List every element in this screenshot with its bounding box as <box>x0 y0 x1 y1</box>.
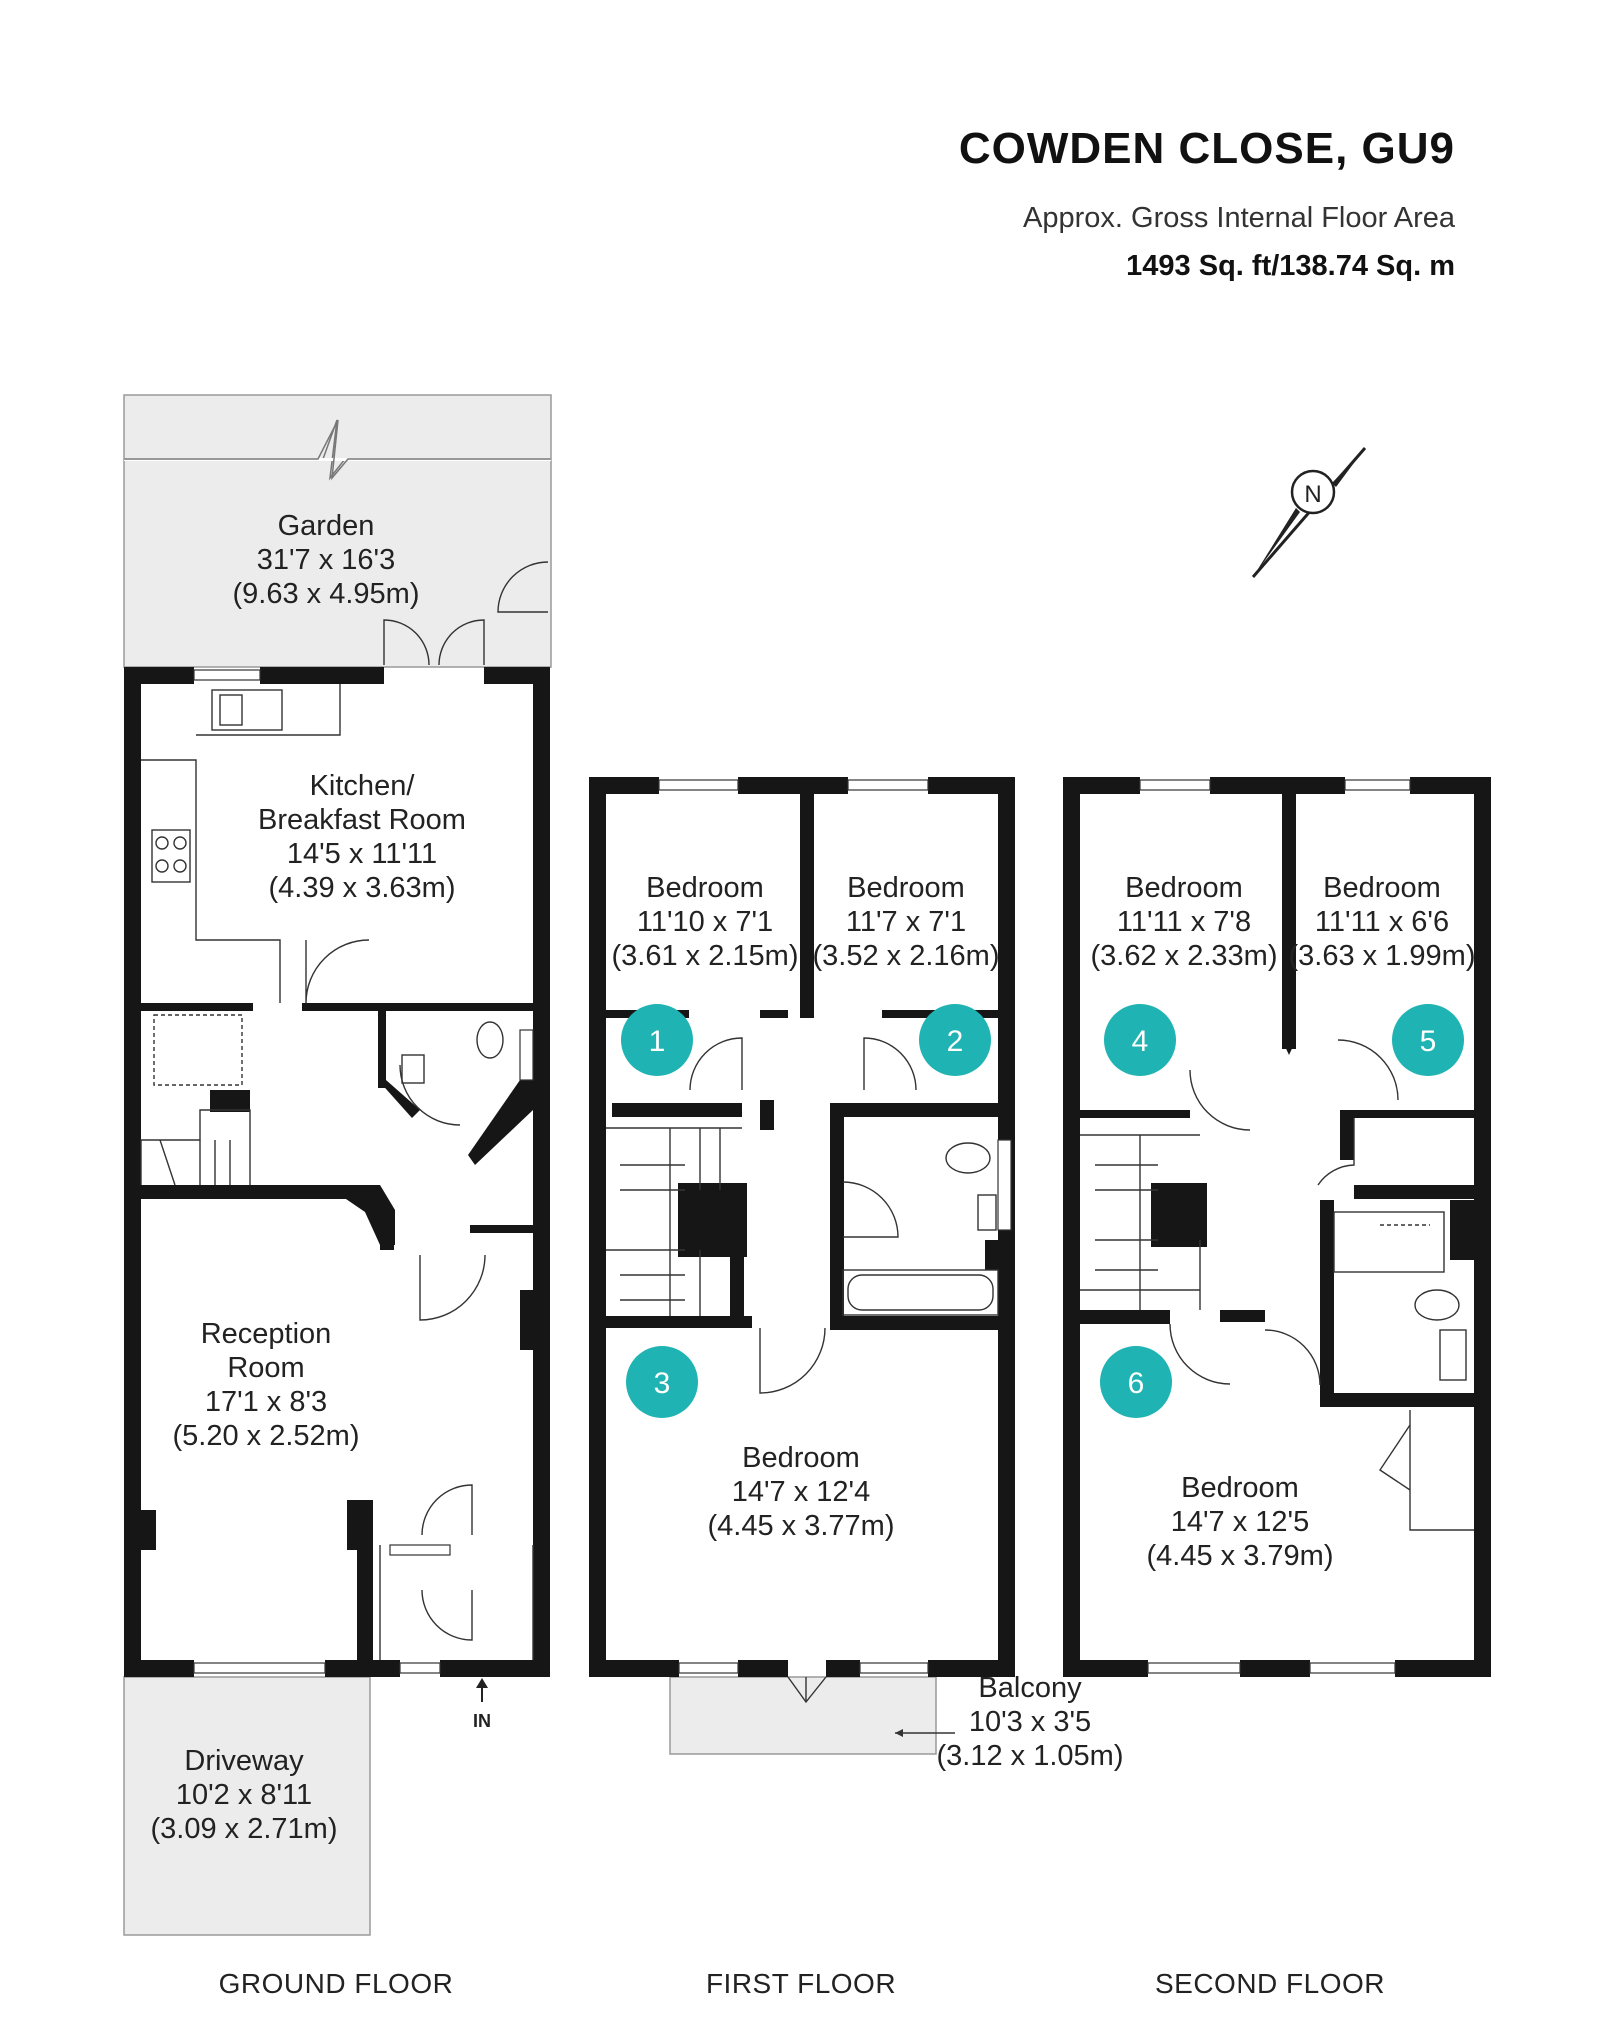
second-floor-plan: 4 5 6 Bedroom 11'11 x 7'8 (3.62 x 2.33m)… <box>1063 777 1491 1999</box>
bedroom-1-badge <box>621 1004 693 1076</box>
bedroom-6-imperial: 14'7 x 12'5 <box>1171 1506 1309 1538</box>
bedroom-6-name: Bedroom <box>1181 1472 1299 1504</box>
bedroom-5-number: 5 <box>1420 1025 1437 1058</box>
first-floor-plan: 1 2 3 Bedroom 11'10 x 7'1 (3.61 x 2.15m)… <box>589 777 1123 1999</box>
bedroom-2-number: 2 <box>947 1025 964 1058</box>
bedroom-6-badge <box>1100 1346 1172 1418</box>
driveway-metric: (3.09 x 2.71m) <box>151 1813 338 1845</box>
driveway-name: Driveway <box>184 1745 304 1777</box>
bedroom-4-name: Bedroom <box>1125 872 1243 904</box>
bedroom-1-imperial: 11'10 x 7'1 <box>637 906 773 938</box>
entrance-label: IN <box>473 1711 491 1731</box>
bedroom-1-name: Bedroom <box>646 872 764 904</box>
driveway-area <box>123 1676 371 1936</box>
bedroom-5-name: Bedroom <box>1323 872 1441 904</box>
bedroom-4-metric: (3.62 x 2.33m) <box>1091 940 1278 972</box>
second-floor-label: SECOND FLOOR <box>1155 1968 1385 1999</box>
bedroom-5-badge <box>1392 1004 1464 1076</box>
garden-name: Garden <box>278 510 375 542</box>
kitchen-name-line2: Breakfast Room <box>258 804 466 836</box>
bedroom-3-name: Bedroom <box>742 1442 860 1474</box>
bedroom-2-imperial: 11'7 x 7'1 <box>846 906 966 938</box>
reception-name-line1: Reception <box>201 1318 332 1350</box>
driveway-imperial: 10'2 x 8'11 <box>176 1779 312 1811</box>
bedroom-5-imperial: 11'11 x 6'6 <box>1315 906 1449 938</box>
garden-imperial: 31'7 x 16'3 <box>257 544 395 576</box>
balcony-metric: (3.12 x 1.05m) <box>937 1740 1124 1772</box>
balcony-area <box>669 1676 937 1755</box>
bedroom-3-number: 3 <box>654 1367 671 1400</box>
bedroom-6-number: 6 <box>1128 1367 1145 1400</box>
bedroom-4-imperial: 11'11 x 7'8 <box>1117 906 1251 938</box>
bedroom-3-badge <box>626 1346 698 1418</box>
first-floor-label: FIRST FLOOR <box>706 1968 896 1999</box>
reception-imperial: 17'1 x 8'3 <box>205 1386 327 1418</box>
bedroom-2-badge <box>919 1004 991 1076</box>
compass-north-label: N <box>1304 481 1321 508</box>
reception-name-line2: Room <box>227 1352 304 1384</box>
kitchen-name-line1: Kitchen/ <box>310 770 416 802</box>
bedroom-1-metric: (3.61 x 2.15m) <box>612 940 799 972</box>
kitchen-metric: (4.39 x 3.63m) <box>269 872 456 904</box>
bedroom-4-number: 4 <box>1132 1025 1149 1058</box>
floor-area-value: 1493 Sq. ft/138.74 Sq. m <box>1126 250 1455 282</box>
bedroom-5-metric: (3.63 x 1.99m) <box>1289 940 1476 972</box>
balcony-imperial: 10'3 x 3'5 <box>969 1706 1091 1738</box>
garden-metric: (9.63 x 4.95m) <box>233 578 420 610</box>
floor-area-caption: Approx. Gross Internal Floor Area <box>1023 202 1455 234</box>
kitchen-imperial: 14'5 x 11'11 <box>287 838 437 870</box>
bedroom-1-number: 1 <box>649 1025 666 1058</box>
bedroom-2-name: Bedroom <box>847 872 965 904</box>
bedroom-6-metric: (4.45 x 3.79m) <box>1147 1540 1334 1572</box>
bedroom-3-imperial: 14'7 x 12'4 <box>732 1476 870 1508</box>
ground-floor-label: GROUND FLOOR <box>219 1968 454 1999</box>
compass-icon: N <box>1251 447 1367 578</box>
bedroom-3-metric: (4.45 x 3.77m) <box>708 1510 895 1542</box>
balcony-name: Balcony <box>978 1672 1082 1704</box>
bedroom-2-metric: (3.52 x 2.16m) <box>813 940 1000 972</box>
garden-area <box>123 394 552 668</box>
plan-title: COWDEN CLOSE, GU9 <box>958 124 1455 173</box>
bedroom-4-badge <box>1104 1004 1176 1076</box>
ground-floor-plan: IN Garden 31'7 x 16'3 (9.63 x 4.95m) Kit… <box>123 394 552 1999</box>
reception-metric: (5.20 x 2.52m) <box>173 1420 360 1452</box>
